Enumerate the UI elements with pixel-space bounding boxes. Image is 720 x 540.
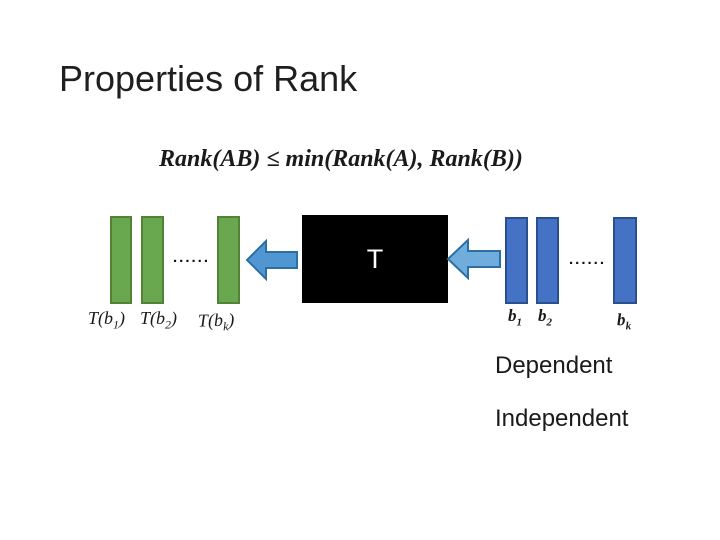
independent-text: Independent [495,405,629,432]
label-b1: b1 [508,306,522,329]
slide-title: Properties of Rank [59,58,358,99]
green-ellipsis-dots: ...... [173,249,211,266]
arrow-right-icon [446,237,501,281]
transformation-box: T [302,215,448,303]
blue-bar-2 [536,217,559,304]
blue-ellipsis-dots: ...... [569,251,607,268]
label-bk: bk [616,309,632,333]
rank-formula: Rank(AB) ≤ min(Rank(A), Rank(B)) [159,146,523,172]
green-bar-1 [110,216,132,304]
label-b2: b2 [538,306,552,329]
green-bar-3 [217,216,240,304]
green-bar-2 [141,216,164,304]
arrow-left-icon [245,238,298,282]
blue-bar-3 [613,217,637,304]
dependent-text: Dependent [495,352,613,379]
blue-bar-1 [505,217,528,304]
label-T-b2: T(b2) [140,308,178,332]
transformation-box-label: T [366,243,384,274]
label-T-b1: T(b1) [88,308,126,332]
label-T-bk: T(bk) [197,309,235,334]
